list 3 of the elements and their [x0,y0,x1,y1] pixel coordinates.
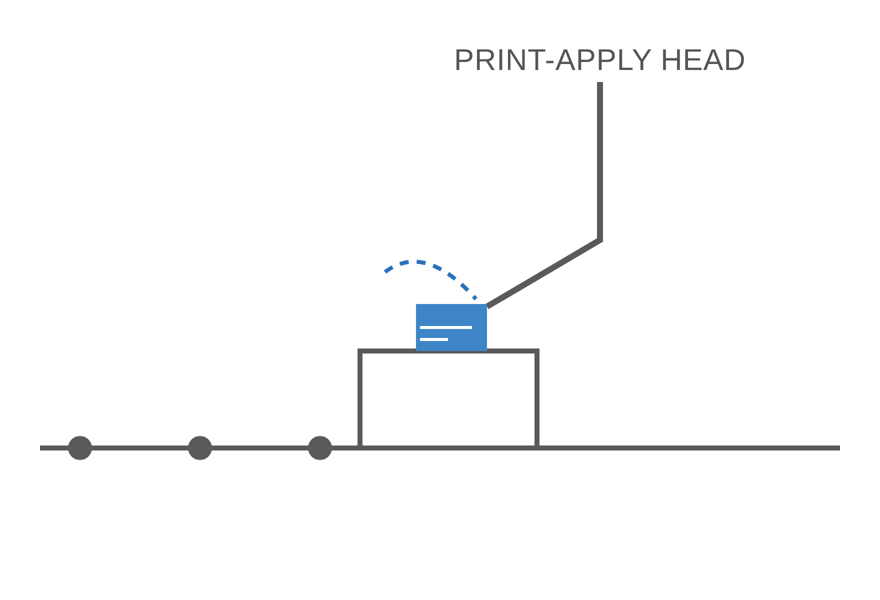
shipping-label [416,304,487,351]
callout-text: PRINT-APPLY HEAD [454,44,746,78]
leader-line [485,82,603,310]
